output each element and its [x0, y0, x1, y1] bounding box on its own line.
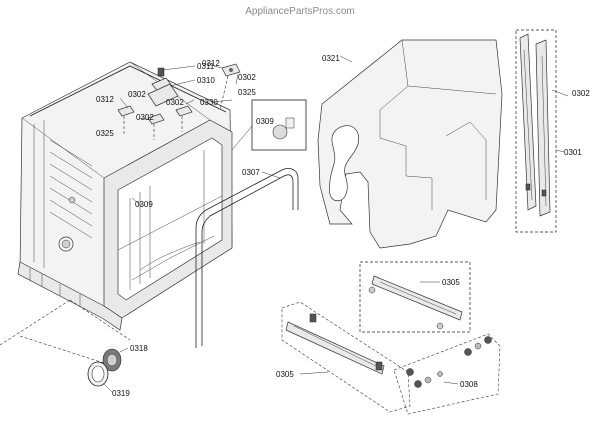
- top-bracket-group: [117, 65, 233, 140]
- label-0302-right: 0302: [572, 89, 590, 98]
- label-0305-lower: 0305: [276, 370, 294, 379]
- label-0301: 0301: [564, 148, 582, 157]
- label-0309-inset: 0309: [256, 117, 274, 126]
- label-0321: 0321: [322, 54, 340, 63]
- insulation-blanket-0321: [317, 39, 503, 249]
- sump-parts: [87, 347, 129, 393]
- label-0310: 0310: [197, 76, 215, 85]
- label-0312-top: 0312: [202, 59, 220, 68]
- side-rail-assembly-0301: [515, 29, 569, 233]
- tub-assembly: [17, 61, 233, 331]
- inset-0309: [231, 99, 307, 151]
- label-0305-upper: 0305: [442, 278, 460, 287]
- label-0309-tub: 0309: [135, 200, 153, 209]
- lower-rail-0305: [281, 301, 411, 413]
- label-0330: 0330: [200, 98, 218, 107]
- label-0325-top: 0325: [238, 88, 256, 97]
- label-0325-left: 0325: [96, 129, 114, 138]
- label-0318: 0318: [130, 344, 148, 353]
- label-0312-left: 0312: [96, 95, 114, 104]
- top-right-clip: [213, 63, 241, 111]
- label-0307: 0307: [242, 168, 260, 177]
- label-0302-c: 0302: [136, 113, 154, 122]
- upper-rail-0305: [359, 261, 471, 333]
- watermark-text: AppliancePartsPros.com: [245, 6, 355, 17]
- fastener-set-0308: [393, 333, 501, 415]
- label-0302-top: 0302: [238, 73, 256, 82]
- label-0311: 0311: [197, 62, 215, 71]
- door-gasket-0307: [195, 168, 299, 348]
- label-0302-a: 0302: [128, 90, 146, 99]
- label-0308: 0308: [460, 380, 478, 389]
- label-0319: 0319: [112, 389, 130, 398]
- label-0302-b: 0302: [166, 98, 184, 107]
